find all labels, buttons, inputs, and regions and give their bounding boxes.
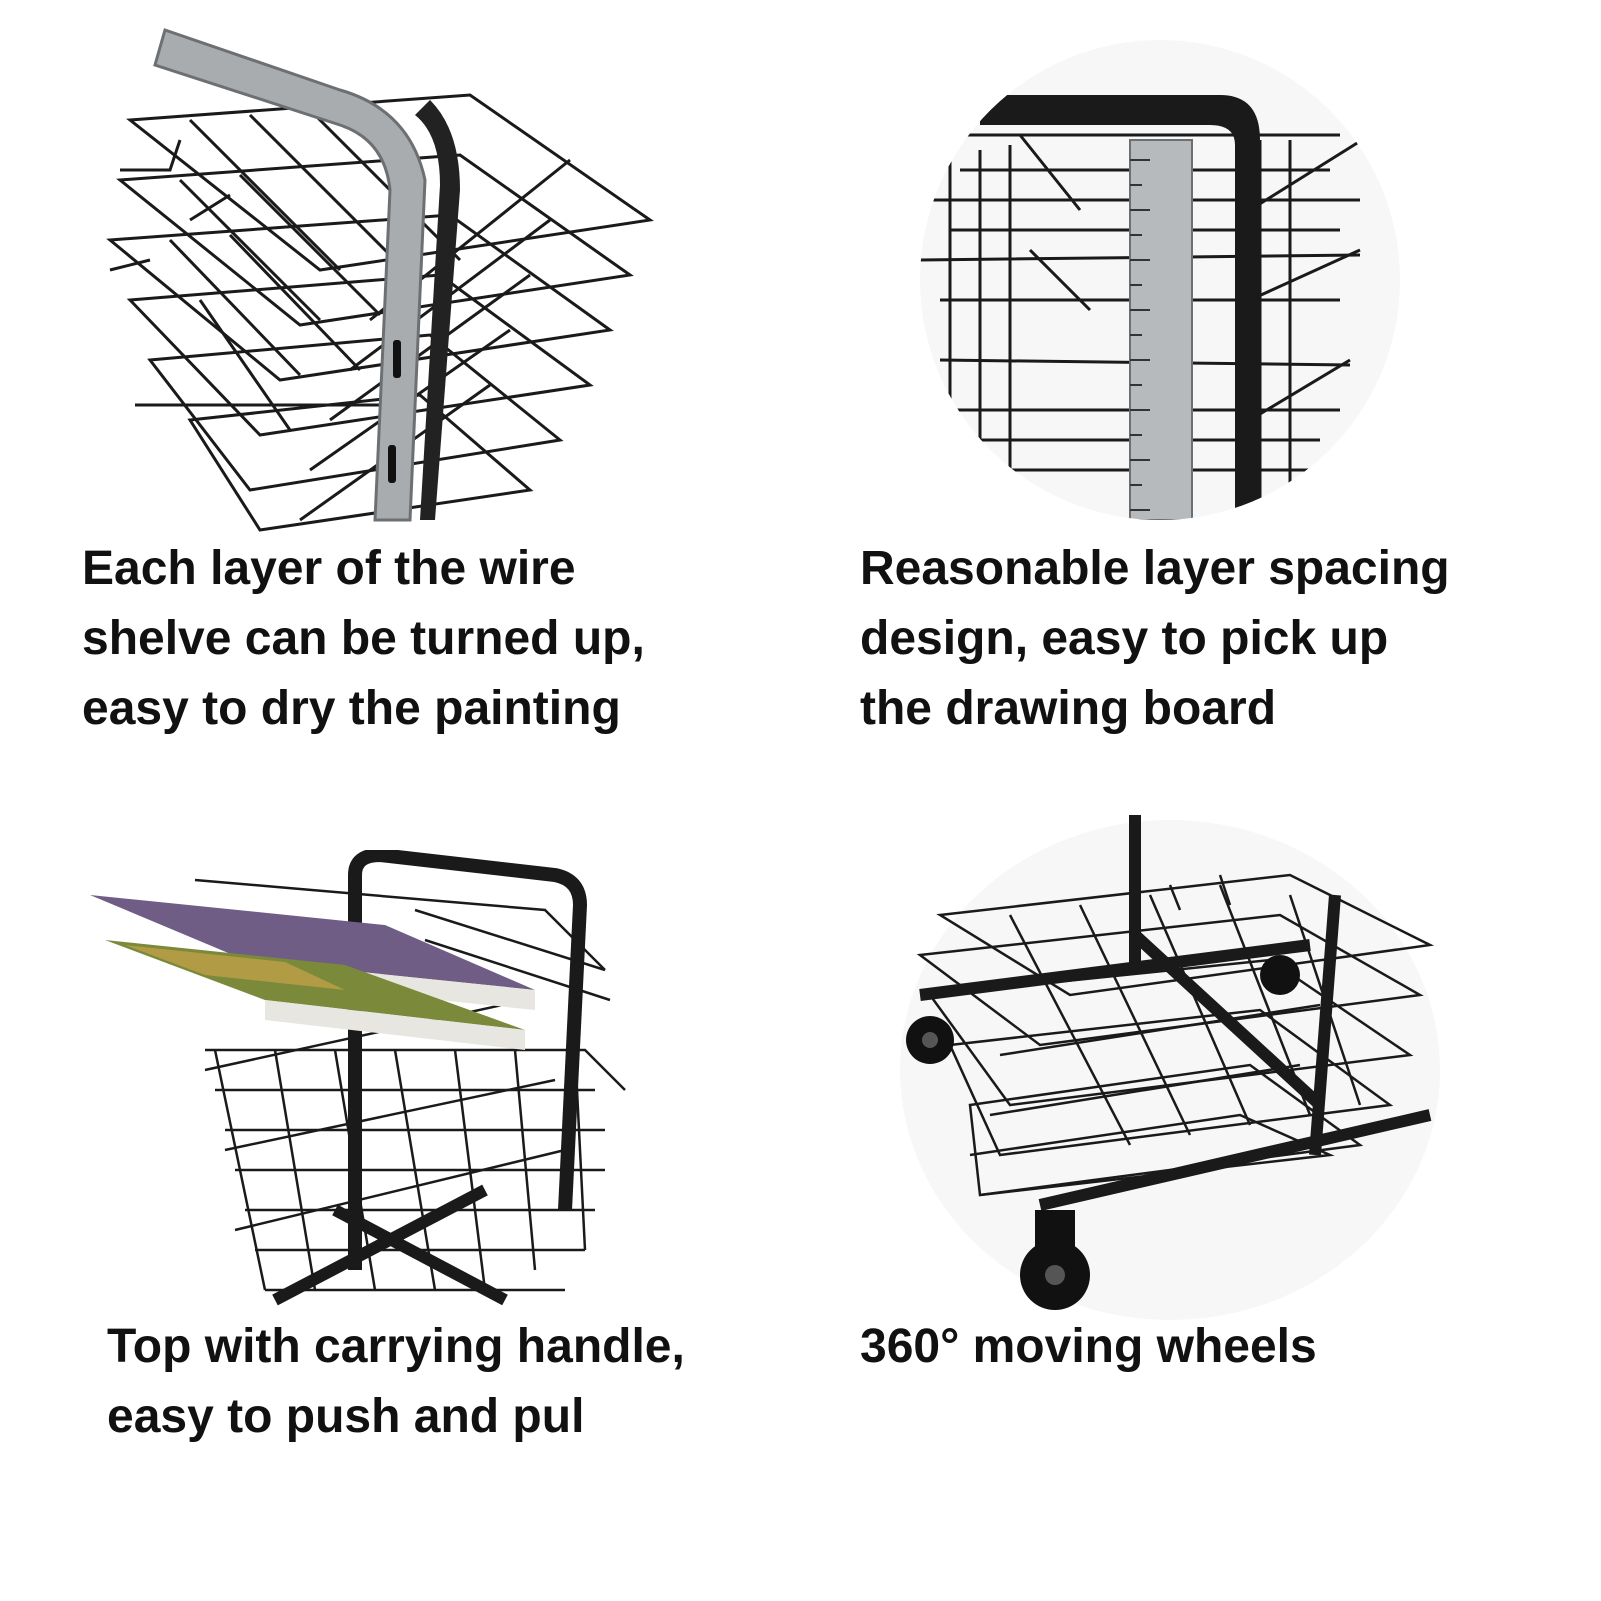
caption-carrying-handle: Top with carrying handle, easy to push a… bbox=[107, 1312, 685, 1452]
caption-line: Reasonable layer spacing bbox=[860, 542, 1450, 595]
ruler-shelf-spacing-icon bbox=[920, 40, 1400, 520]
caption-line: Each layer of the wire bbox=[82, 542, 576, 595]
caption-moving-wheels: 360° moving wheels bbox=[860, 1312, 1317, 1382]
caption-wire-shelf: Each layer of the wire shelve can be tur… bbox=[82, 534, 645, 744]
caption-line: shelve can be turned up, bbox=[82, 612, 645, 665]
caption-layer-spacing: Reasonable layer spacing design, easy to… bbox=[860, 534, 1450, 744]
caption-line: Top with carrying handle, bbox=[107, 1320, 685, 1373]
handle-with-paintings-icon bbox=[85, 850, 645, 1310]
caption-line: design, easy to pick up bbox=[860, 612, 1389, 665]
caster-wheels-icon bbox=[890, 815, 1450, 1325]
caption-line: easy to push and pul bbox=[107, 1390, 585, 1443]
wire-shelf-closeup-icon bbox=[90, 20, 670, 540]
caption-line: easy to dry the painting bbox=[82, 682, 621, 735]
caption-line: 360° moving wheels bbox=[860, 1320, 1317, 1373]
caption-line: the drawing board bbox=[860, 682, 1277, 735]
